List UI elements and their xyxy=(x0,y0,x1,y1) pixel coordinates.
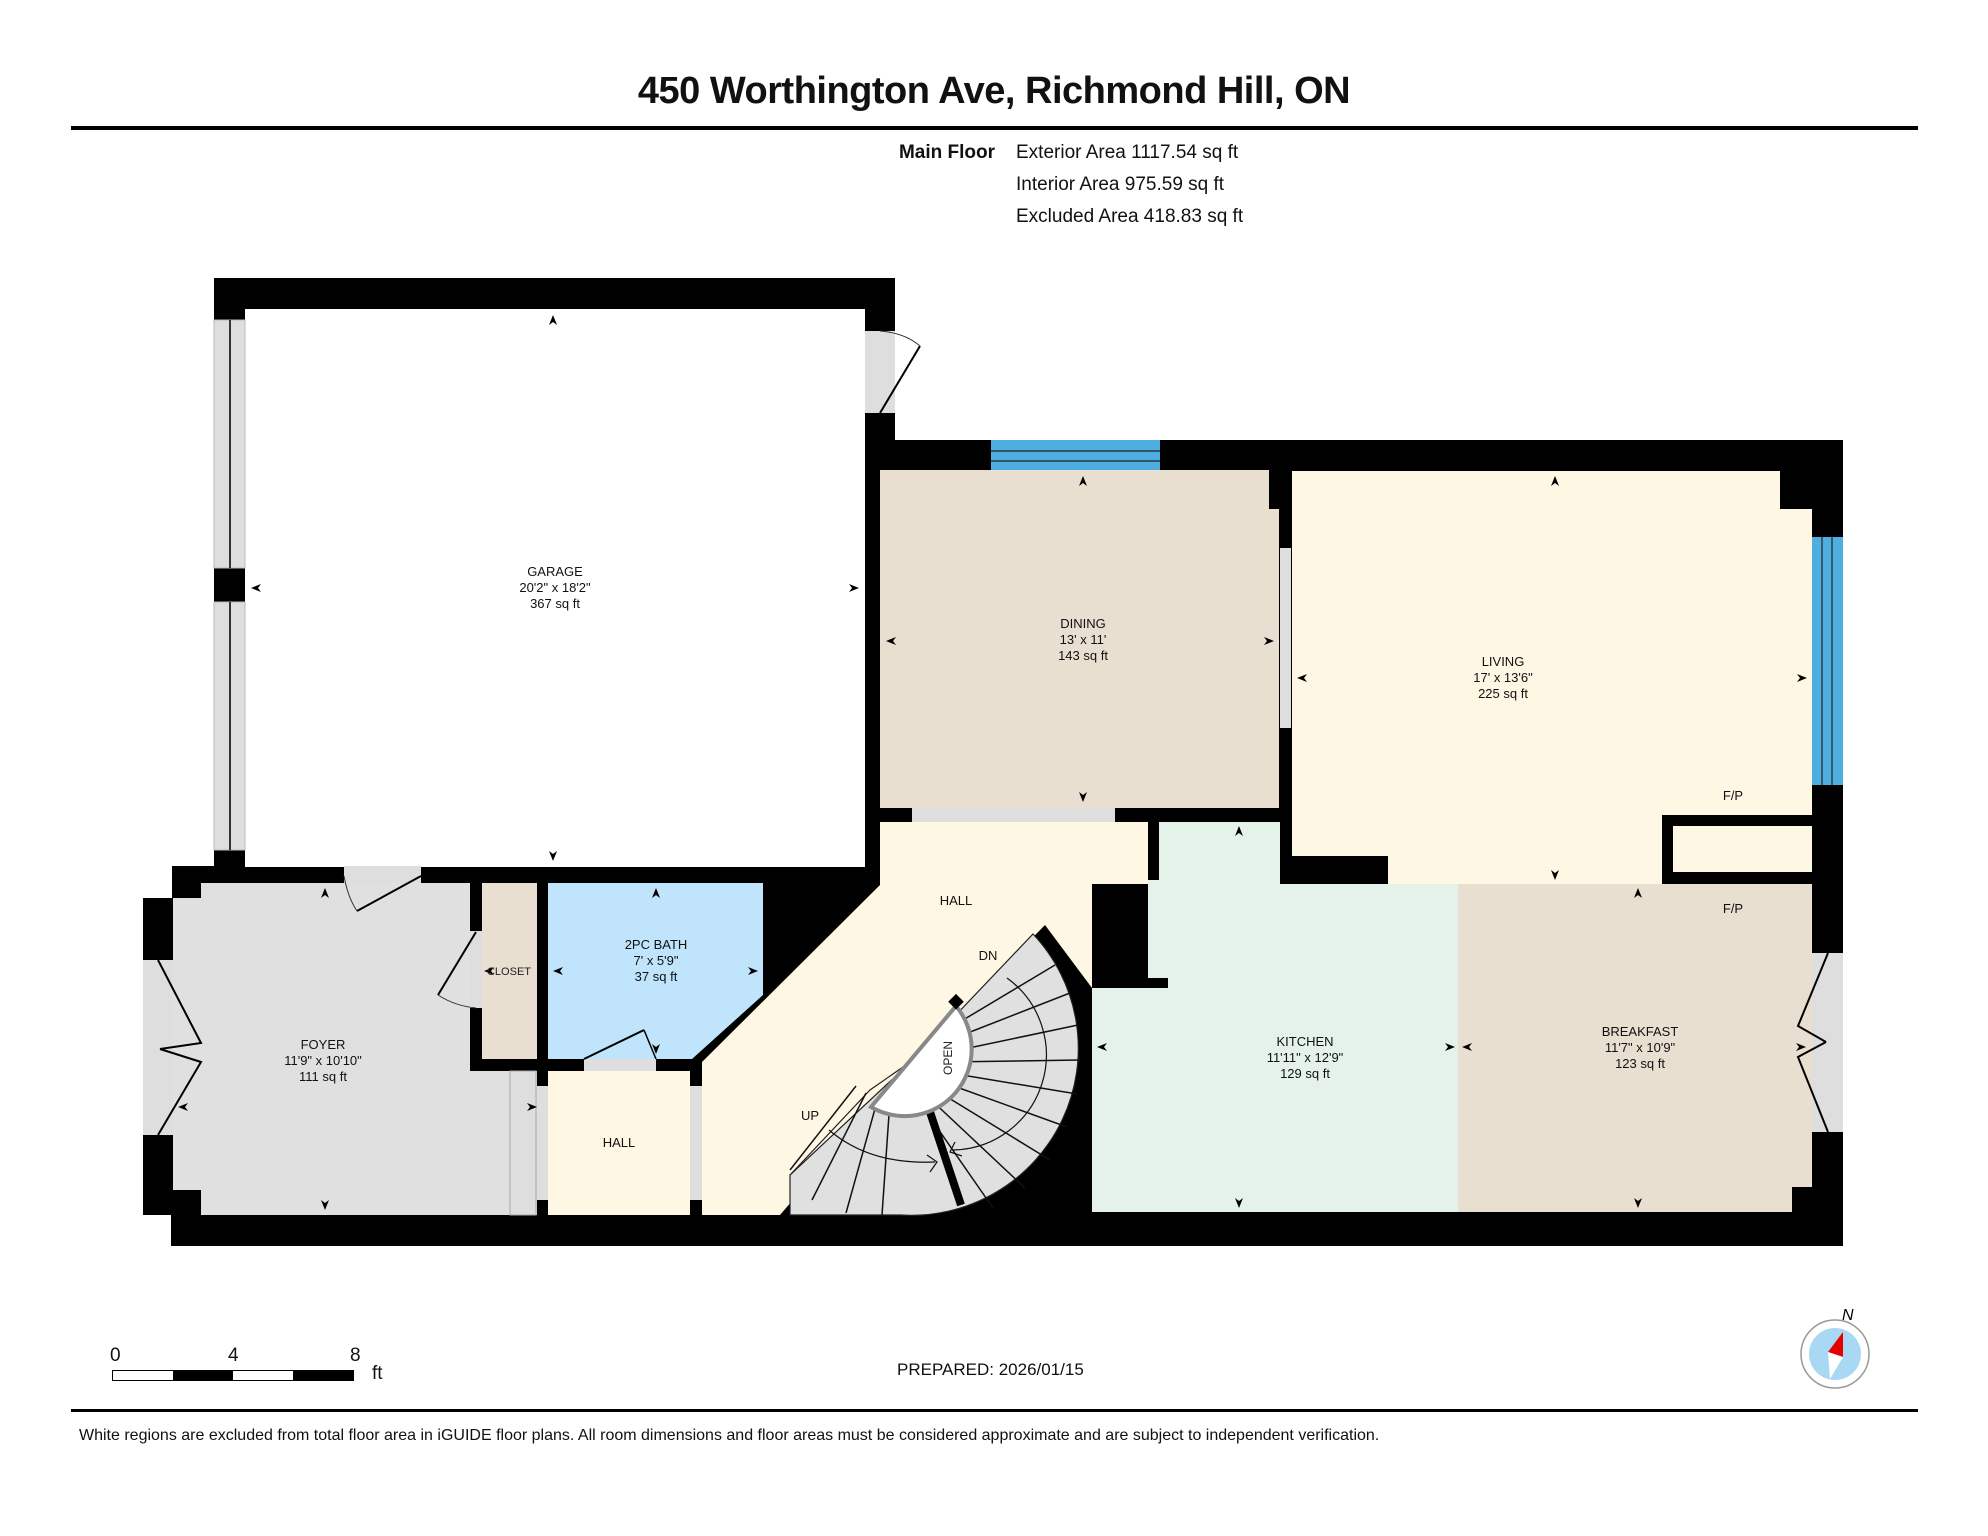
foyer-garage-door xyxy=(343,866,422,912)
label-garage: GARAGE 20'2" x 18'2" 367 sq ft xyxy=(519,564,591,611)
exterior-area: Exterior Area 1117.54 sq ft xyxy=(1016,142,1239,163)
opening-dining-hall xyxy=(912,808,1115,822)
svg-text:FOYER: FOYER xyxy=(301,1037,346,1052)
label-bath: 2PC BATH 7' x 5'9" 37 sq ft xyxy=(625,937,688,984)
svg-text:111 sq ft: 111 sq ft xyxy=(299,1069,347,1084)
room-kitchen xyxy=(1092,822,1458,1212)
scale-tick-8: 8 xyxy=(350,1345,361,1366)
svg-text:7' x 5'9": 7' x 5'9" xyxy=(634,953,679,968)
page-title: 450 Worthington Ave, Richmond Hill, ON xyxy=(637,70,1351,112)
room-living xyxy=(1292,471,1812,884)
svg-text:11'9" x 10'10": 11'9" x 10'10" xyxy=(284,1053,362,1068)
room-foyer xyxy=(173,875,560,1215)
label-hall-small: HALL xyxy=(603,1135,636,1150)
room-breakfast xyxy=(1458,884,1812,1212)
interior-area: Interior Area 975.59 sq ft xyxy=(1016,174,1225,195)
svg-text:GARAGE: GARAGE xyxy=(527,564,583,579)
svg-text:17' x 13'6": 17' x 13'6" xyxy=(1473,670,1533,685)
label-living: LIVING 17' x 13'6" 225 sq ft xyxy=(1473,654,1533,701)
room-closet xyxy=(482,883,537,1059)
dimension-markers xyxy=(178,315,1807,1210)
opening-dining-living xyxy=(1280,548,1291,728)
opening-foyer-hall xyxy=(536,1086,548,1200)
svg-text:DINING: DINING xyxy=(1060,616,1106,631)
scale-tick-0: 0 xyxy=(110,1345,121,1366)
bath-door xyxy=(583,1029,657,1071)
svg-text:367 sq ft: 367 sq ft xyxy=(530,596,580,611)
label-hall-main: HALL xyxy=(940,893,973,908)
svg-text:143 sq ft: 143 sq ft xyxy=(1058,648,1108,663)
compass-icon: N xyxy=(1800,1300,1872,1390)
scale-segments xyxy=(112,1370,354,1381)
room-bath xyxy=(548,883,763,1059)
wall-stub xyxy=(1092,978,1168,988)
floor-name: Main Floor xyxy=(898,142,995,163)
scale-tick-4: 4 xyxy=(228,1345,239,1366)
svg-text:123 sq ft: 123 sq ft xyxy=(1615,1056,1665,1071)
window-dining xyxy=(991,440,1160,470)
closet-door xyxy=(437,931,482,1009)
compass-north-label: N xyxy=(1842,1307,1854,1324)
foyer-step-walls xyxy=(143,866,245,1215)
wall-stub xyxy=(1148,822,1159,880)
room-garage xyxy=(245,309,865,867)
label-foyer: FOYER 11'9" x 10'10" 111 sq ft xyxy=(284,1037,362,1084)
label-stairs-open: OPEN xyxy=(941,1041,955,1075)
svg-text:13' x 11': 13' x 11' xyxy=(1060,632,1107,647)
label-dining: DINING 13' x 11' 143 sq ft xyxy=(1058,616,1108,663)
opening-foyer-side xyxy=(509,1070,537,1216)
svg-text:37 sq ft: 37 sq ft xyxy=(635,969,678,984)
prepared-date: PREPARED: 2026/01/15 xyxy=(897,1360,1084,1379)
label-fireplace-breakfast: F/P xyxy=(1723,901,1743,916)
svg-text:2PC BATH: 2PC BATH xyxy=(625,937,688,952)
svg-text:20'2" x 18'2": 20'2" x 18'2" xyxy=(519,580,591,595)
label-stairs-down: DN xyxy=(979,948,998,963)
label-breakfast: BREAKFAST 11'7" x 10'9" 123 sq ft xyxy=(1602,1024,1679,1071)
excluded-area: Excluded Area 418.83 sq ft xyxy=(1016,206,1244,227)
breakfast-door xyxy=(1796,952,1843,1133)
room-dining xyxy=(880,470,1279,808)
title-divider xyxy=(71,126,1918,130)
label-closet: CLOSET xyxy=(487,966,531,978)
garage-side-door xyxy=(865,330,921,414)
svg-text:225 sq ft: 225 sq ft xyxy=(1478,686,1528,701)
footer-divider xyxy=(71,1409,1918,1412)
disclaimer-note: White regions are excluded from total fl… xyxy=(79,1427,1380,1444)
svg-text:LIVING: LIVING xyxy=(1482,654,1525,669)
room-hall-small xyxy=(548,1071,690,1215)
label-fireplace-living: F/P xyxy=(1723,788,1743,803)
svg-text:KITCHEN: KITCHEN xyxy=(1276,1034,1333,1049)
svg-text:129 sq ft: 129 sq ft xyxy=(1280,1066,1330,1081)
label-kitchen: KITCHEN 11'11" x 12'9" 129 sq ft xyxy=(1267,1034,1344,1081)
label-stairs-up: UP xyxy=(801,1108,819,1123)
svg-text:11'7" x 10'9": 11'7" x 10'9" xyxy=(1605,1040,1676,1055)
window-living xyxy=(1812,537,1843,785)
spiral-stairs xyxy=(780,925,1092,1216)
foyer-front-door xyxy=(143,959,203,1136)
scale-unit: ft xyxy=(372,1363,383,1384)
svg-text:11'11" x 12'9": 11'11" x 12'9" xyxy=(1267,1050,1344,1065)
svg-text:BREAKFAST: BREAKFAST xyxy=(1602,1024,1679,1039)
opening-hall-hall xyxy=(690,1086,702,1200)
garage-door xyxy=(213,319,246,851)
fireplace xyxy=(1662,815,1812,883)
